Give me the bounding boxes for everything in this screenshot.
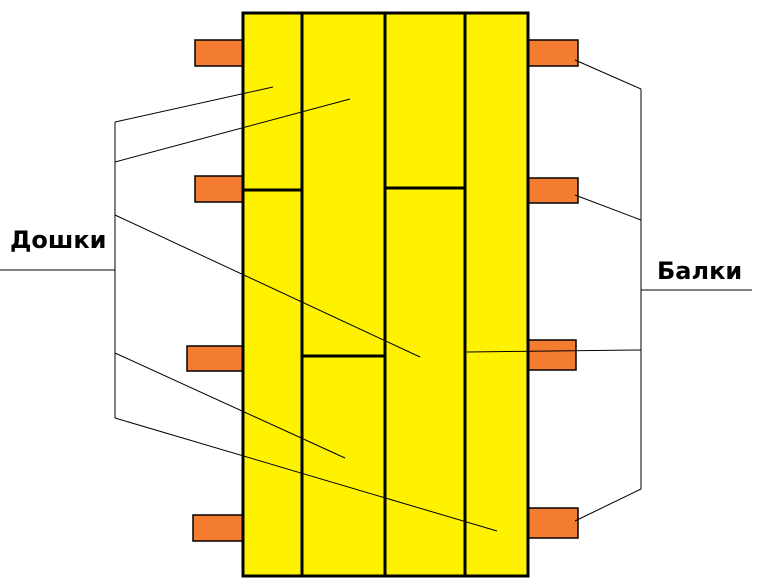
beam-right-1 <box>527 39 579 67</box>
leader-line <box>114 86 274 123</box>
leader-line <box>114 214 421 358</box>
beam-right-2 <box>527 177 579 204</box>
leader-line <box>114 417 498 532</box>
leader-line <box>574 194 642 221</box>
board-seams <box>243 13 467 576</box>
leader-line <box>114 352 346 459</box>
beam-right-3 <box>527 339 577 371</box>
beam-left-1 <box>194 39 244 67</box>
leader-line <box>466 349 642 353</box>
beam-left-3 <box>186 345 244 372</box>
leader-line <box>574 488 642 522</box>
boards-leader-lines <box>0 86 498 532</box>
leader-line <box>114 98 351 163</box>
beams-leader-lines <box>466 59 752 522</box>
boards-label: Дошки <box>10 226 107 254</box>
beam-right-4 <box>527 507 579 539</box>
beam-left-4 <box>192 514 244 542</box>
beam-ends-right <box>527 39 579 539</box>
beam-ends-left <box>186 39 244 542</box>
beams-label: Балки <box>657 257 743 285</box>
leader-line <box>574 59 642 90</box>
beam-left-2 <box>194 175 244 203</box>
